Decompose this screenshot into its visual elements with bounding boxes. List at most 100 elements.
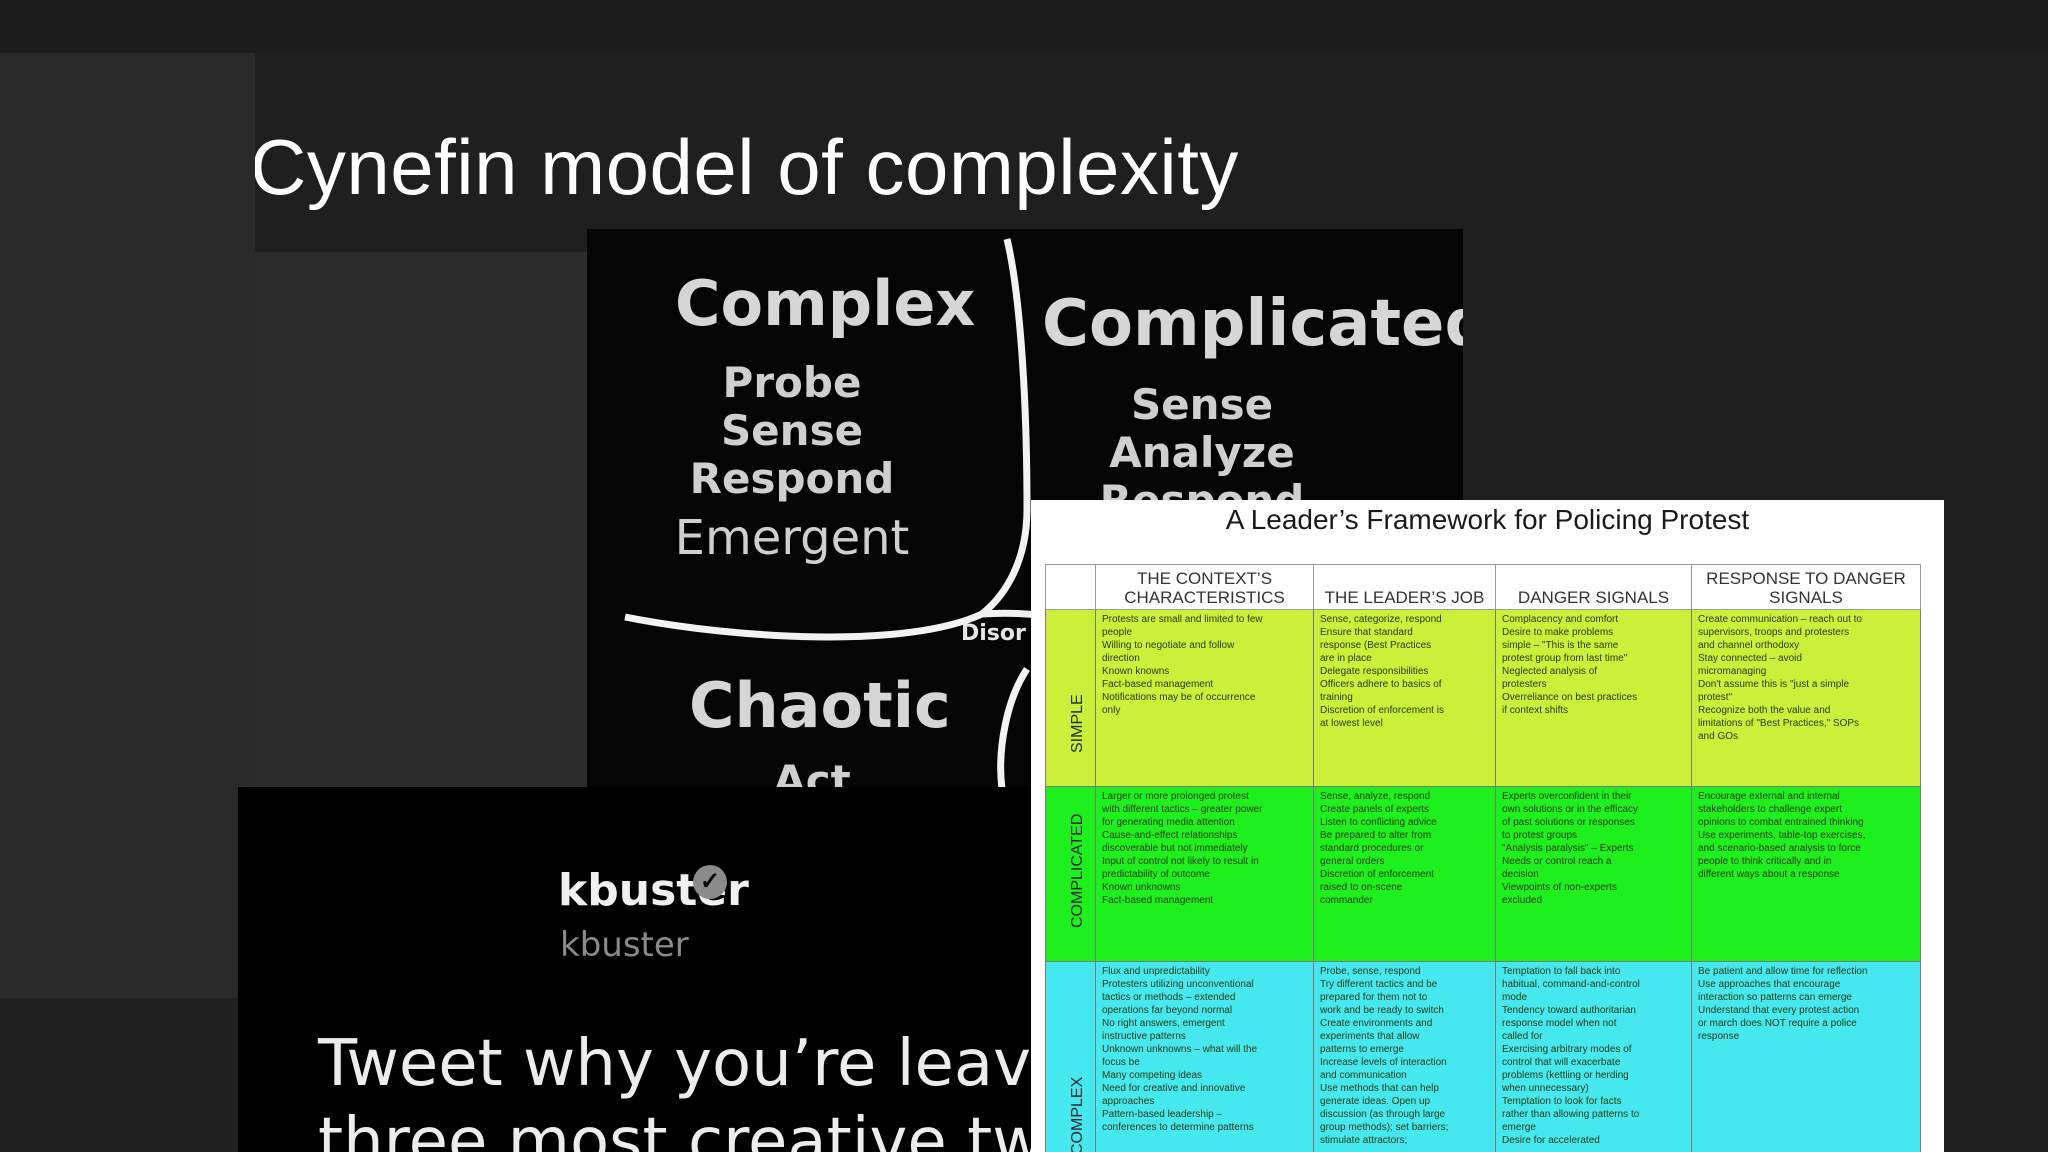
cell-text-line: commander: [1320, 895, 1373, 906]
cell-text-line: patterns to emerge: [1320, 1044, 1404, 1055]
cell-text-line: instructive patterns: [1102, 1031, 1186, 1042]
cell-text-line: Viewpoints of non-experts: [1502, 882, 1617, 893]
cell-text-line: general orders: [1320, 856, 1385, 867]
cell-text-line: and GOs: [1698, 731, 1739, 742]
complex-action-respond: Respond: [689, 454, 895, 503]
cell-text-line: Temptation to look for facts: [1502, 1096, 1622, 1107]
cell-text-line: Protesters utilizing unconventional: [1102, 979, 1254, 990]
cell-text-line: Probe, sense, respond: [1320, 966, 1421, 977]
complicated-action-analyze: Analyze: [1109, 428, 1295, 477]
cell-text-line: approaches: [1102, 1096, 1155, 1107]
framework-table: THE CONTEXT’S CHARACTERISTICS THE LEADER…: [1045, 564, 1921, 1152]
column-header: DANGER SIGNALS: [1495, 564, 1692, 610]
cell-text-line: and scenario-based analysis to force: [1698, 843, 1861, 854]
cell-text-line: interaction so patterns can emerge: [1698, 992, 1852, 1003]
cell-text-line: Unknown unknowns – what will the: [1102, 1044, 1258, 1055]
complex-action-sense: Sense: [720, 406, 864, 455]
column-header: THE CONTEXT’S CHARACTERISTICS: [1095, 564, 1314, 610]
cell-text-line: response (Best Practices: [1320, 640, 1432, 651]
cell-text-line: direction: [1102, 653, 1140, 664]
cell-text-line: Many competing ideas: [1102, 1070, 1203, 1081]
cell-text-line: response model when not: [1502, 1018, 1617, 1029]
cell-text-line: Understand that every protest action: [1698, 1005, 1860, 1016]
cell-text-line: to protest groups: [1502, 830, 1578, 841]
complicated-title: Complicated: [1042, 287, 1463, 361]
cell-text-line: predictability of outcome: [1102, 869, 1210, 880]
cell-text-line: or march does NOT require a police: [1698, 1018, 1857, 1029]
table-row: COMPLICATED Larger or more prolonged prot…: [1045, 786, 1921, 962]
cell-text-line: decision: [1502, 869, 1539, 880]
cell-text-line: are in place: [1320, 653, 1372, 664]
cell-text-line: Discretion of enforcement: [1320, 869, 1434, 880]
cell-text-line: micromanaging: [1698, 666, 1767, 677]
cell-text-line: Sense, analyze, respond: [1320, 791, 1431, 802]
cell-text-line: Notifications may be of occurrence: [1102, 692, 1256, 703]
cell-text-line: operations far beyond normal: [1102, 1005, 1233, 1016]
cell-text-line: focus be: [1102, 1057, 1140, 1068]
cell-text-line: opinions to combat entrained thinking: [1698, 817, 1864, 828]
cell-text-line: raised to on-scene: [1320, 882, 1403, 893]
column-header: RESPONSE TO DANGER SIGNALS: [1691, 564, 1921, 610]
cell-text-line: when unnecessary): [1502, 1083, 1589, 1094]
tweet-text-line: Tweet why you’re leaving: [318, 1027, 1038, 1101]
cell-text-line: Desire for accelerated: [1502, 1135, 1600, 1146]
cell-text-line: different ways about a response: [1698, 869, 1840, 880]
cell-text-line: response: [1698, 1031, 1740, 1042]
cell-text-line: Officers adhere to basics of: [1320, 679, 1442, 690]
chaotic-action-act: Act: [773, 756, 851, 790]
row-label-cell: SIMPLE: [1045, 609, 1096, 787]
cell-text-line: Encourage external and internal: [1698, 791, 1840, 802]
chaotic-title: Chaotic: [689, 669, 951, 742]
cell-text-line: Fact-based management: [1102, 679, 1214, 690]
cell-text-line: Listen to conflicting advice: [1320, 817, 1437, 828]
cell-text-line: and communication: [1320, 1070, 1407, 1081]
cell-text-line: Exercising arbitrary modes of: [1502, 1044, 1632, 1055]
cell-text-line: Pattern-based leadership –: [1102, 1109, 1223, 1120]
complex-practice: Emergent: [674, 510, 910, 566]
cell-text-line: Input of control not likely to result in: [1102, 856, 1259, 867]
cell-text-line: standard procedures or: [1320, 843, 1424, 854]
row-label-cell: COMPLICATED: [1045, 786, 1096, 962]
background-block-left: [0, 53, 255, 998]
cell-text-line: Delegate responsibilities: [1320, 666, 1429, 677]
cell-text-line: limitations of "Best Practices," SOPs: [1698, 718, 1860, 729]
row-label: SIMPLE: [1068, 694, 1086, 753]
tweet-author-handle: kbuster: [560, 925, 689, 965]
cell-text-line: people: [1102, 627, 1133, 638]
cell-text-line: called for: [1502, 1031, 1543, 1042]
cell-text-line: only: [1102, 705, 1121, 716]
slide-title: Cynefin model of complexity: [250, 123, 1239, 211]
complicated-action-sense: Sense: [1130, 380, 1274, 429]
cell-text-line: discussion (as through large: [1320, 1109, 1446, 1120]
cell-text-line: Stay connected – avoid: [1698, 653, 1802, 664]
cell-text-line: excluded: [1502, 895, 1543, 906]
row-label: COMPLICATED: [1068, 813, 1086, 928]
cell-text-line: Try different tactics and be: [1320, 979, 1438, 990]
cell-text-line: training: [1320, 692, 1353, 703]
tweet-text-line: three most creative tweet: [318, 1105, 1038, 1152]
cell-text-line: of past solutions or responses: [1502, 817, 1635, 828]
cell-text-line: Ensure that standard: [1320, 627, 1413, 638]
cell-text-line: group methods); set barriers;: [1320, 1122, 1449, 1133]
cell-text-line: Fact-based management: [1102, 895, 1214, 906]
cell-text-line: Be patient and allow time for reflection: [1698, 966, 1868, 977]
cell-text-line: Need for creative and innovative: [1102, 1083, 1246, 1094]
cell-text-line: Desire to make problems: [1502, 627, 1614, 638]
table-row: SIMPLE Protests are small and limited to …: [1045, 609, 1921, 787]
verified-badge-icon: ✓: [693, 865, 727, 899]
cell-text-line: protest": [1698, 692, 1733, 703]
cell-text-line: protest group from last time": [1502, 653, 1628, 664]
cell-text-line: supervisors, troops and protesters: [1698, 627, 1850, 638]
cell-text-line: problems (kettling or herding: [1502, 1070, 1629, 1081]
cell-text-line: Create panels of experts: [1320, 804, 1429, 815]
cell-text-line: Cause-and-effect relationships: [1102, 830, 1238, 841]
